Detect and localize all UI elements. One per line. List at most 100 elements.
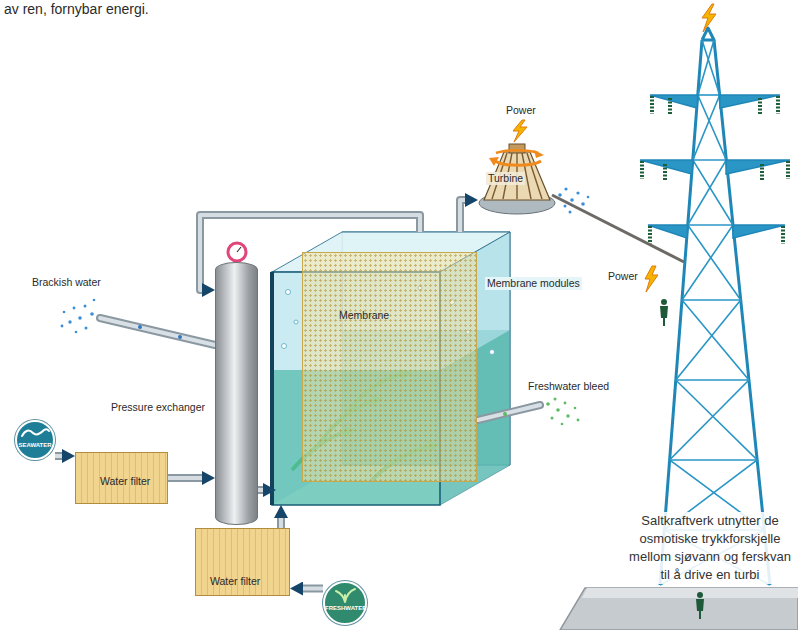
node-label: Pressure exchanger <box>111 401 205 414</box>
membrane-tank-drawing <box>490 350 495 355</box>
brackish-outlet-pipe <box>75 331 78 334</box>
lightning-bolt <box>513 120 527 142</box>
freshwater-bleed-pipe <box>478 405 540 420</box>
pylon-arms <box>648 225 688 238</box>
turbine-drawing <box>496 150 538 153</box>
caption: Saltkraftverk utnytter de osmotiske tryk… <box>626 512 794 584</box>
freshwater-bleed-pipe <box>478 398 579 426</box>
node-label: FRESHWATER <box>325 605 365 612</box>
person-figure <box>660 299 668 326</box>
turbine-drawing <box>495 161 541 165</box>
membrane-tank-drawing <box>270 272 274 505</box>
insulators <box>642 96 788 244</box>
pylon-lattice <box>676 379 749 381</box>
pipe-connector <box>55 456 64 457</box>
icon-stroke <box>22 429 49 436</box>
pylon-lattice <box>693 159 727 161</box>
pipe-wall <box>277 516 285 528</box>
pylon-frame <box>714 40 770 585</box>
turbine-drawing <box>558 187 589 213</box>
freshwater-bleed-pipe <box>566 414 569 417</box>
insulators <box>668 98 672 114</box>
membrane-module: Membrane modulesMembrane <box>272 232 510 505</box>
freshwater-bleed-pipe <box>478 405 540 420</box>
pipe-connector <box>281 516 282 528</box>
turbine-drawing <box>484 152 550 200</box>
turbine-drawing <box>534 150 544 158</box>
freshwater-bleed-pipe <box>503 412 507 416</box>
text-label: Power <box>506 104 536 117</box>
pylon-lattice <box>682 299 741 301</box>
text-label: Brackish water <box>32 276 101 289</box>
node-label: Water filter <box>100 475 150 488</box>
pylon-lattice <box>688 224 733 226</box>
water-filter: Water filter <box>195 528 290 596</box>
turbine-drawing <box>564 205 567 208</box>
pressure-exchanger: Pressure exchanger <box>215 262 258 525</box>
insulators <box>776 96 780 114</box>
node-label: Water filter <box>210 575 260 588</box>
turbine-drawing <box>558 193 562 197</box>
turbine-drawing <box>570 198 574 202</box>
pylon-base-top <box>582 588 798 598</box>
brackish-outlet-pipe <box>100 318 215 345</box>
brackish-outlet-pipe <box>178 335 182 339</box>
brackish-outlet-pipe <box>73 307 76 310</box>
insulators <box>786 161 790 179</box>
node-label: Turbine <box>486 172 525 185</box>
pipe-connector <box>301 588 323 589</box>
pipe-core <box>301 587 323 591</box>
pylon-lattice <box>660 40 764 585</box>
brackish-outlet-pipe <box>138 325 142 329</box>
pipe-connector <box>460 200 467 232</box>
pipe-wall <box>168 474 204 482</box>
pipe-core <box>279 516 283 528</box>
brackish-outlet-pipe <box>90 312 94 316</box>
insulators <box>648 226 652 244</box>
text-label: Power <box>608 270 638 283</box>
freshwater-icon: FRESHWATER <box>323 581 367 625</box>
pipe-connector <box>168 478 204 479</box>
icon-stroke <box>336 589 355 602</box>
pylon-arms <box>640 95 790 238</box>
pylon-base <box>560 588 798 630</box>
pylon-arms <box>720 95 780 108</box>
pylon-lattice <box>660 40 770 585</box>
freshwater-bleed-pipe <box>554 398 557 401</box>
brackish-outlet-pipe <box>84 305 87 308</box>
text-label: av ren, fornybar energi. <box>4 1 149 18</box>
pipe-wall <box>258 486 265 494</box>
power-line <box>552 195 684 262</box>
pipe-wall <box>301 585 323 593</box>
person-figure <box>697 592 703 598</box>
power-pylon <box>560 4 798 630</box>
brackish-outlet-pipe <box>78 316 82 320</box>
text-label: Freshwater bleed <box>528 380 609 393</box>
pylon-frame <box>660 40 702 585</box>
freshwater-bleed-pipe <box>574 407 577 410</box>
label-anchor: Power <box>506 104 536 117</box>
turbine-drawing <box>576 191 579 194</box>
gauge <box>228 243 246 261</box>
pipe-core <box>55 454 64 458</box>
node-label: SEAWATER <box>17 442 53 449</box>
turbine-drawing <box>587 196 590 199</box>
membrane-tank-drawing <box>272 232 510 505</box>
freshwater-bleed-pipe <box>556 408 560 412</box>
turbine-drawing <box>527 153 542 199</box>
pipe-wall <box>55 452 64 460</box>
gauge <box>237 247 241 252</box>
pipe-connector <box>258 490 265 491</box>
turbine-drawing <box>509 144 525 153</box>
person-figure <box>660 306 668 326</box>
membrane-tank-drawing <box>286 290 291 295</box>
water-filter: Water filter <box>75 452 168 504</box>
pylon-frame <box>660 28 770 585</box>
pipe-core <box>460 200 467 232</box>
turbine-drawing <box>581 202 585 206</box>
label-anchor: av ren, fornybar energi. <box>4 1 149 18</box>
wave-icon <box>17 422 57 442</box>
pylon-lattice <box>670 459 758 461</box>
node-label: Membrane modules <box>485 277 582 290</box>
label-anchor: Brackish water <box>32 276 101 289</box>
